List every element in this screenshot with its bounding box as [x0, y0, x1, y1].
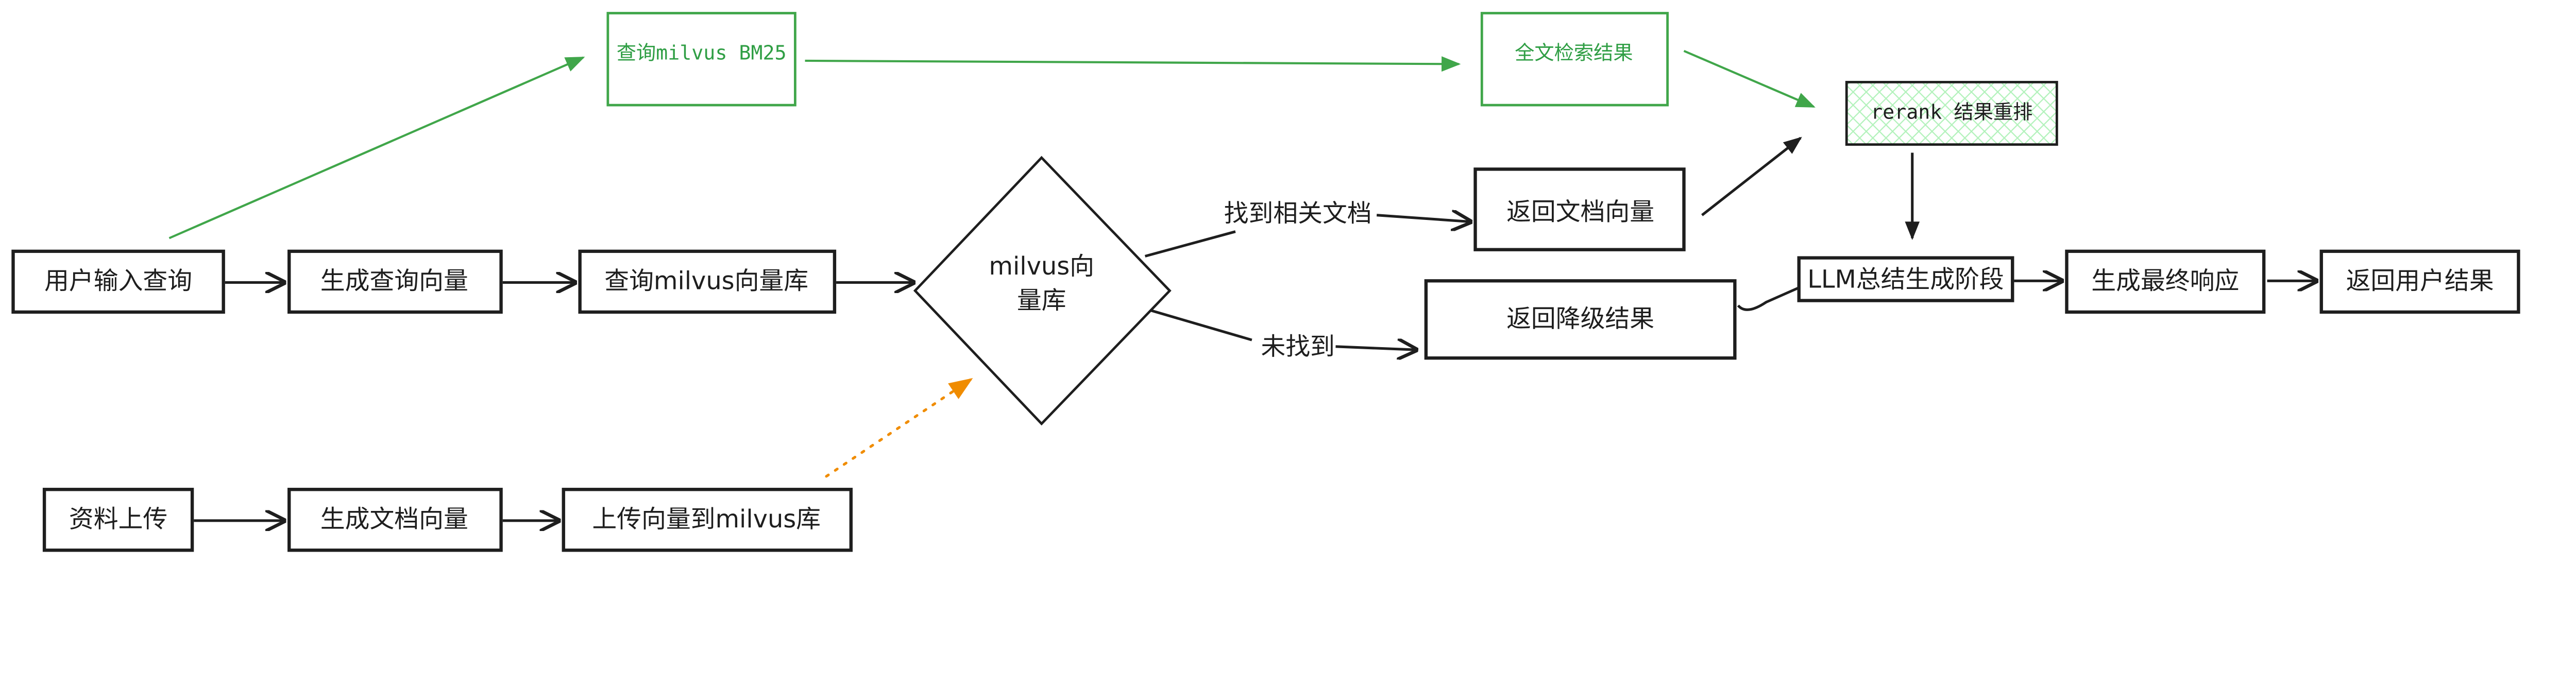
- node-gen-doc-vec[interactable]: 生成文档向量: [287, 488, 503, 552]
- node-label: 返回用户结果: [2346, 267, 2494, 295]
- edge-decision-found: [1144, 230, 1236, 258]
- node-label: 生成最终响应: [2091, 267, 2239, 295]
- node-label: 返回降级结果: [1506, 305, 1654, 333]
- node-llm-stage[interactable]: LLM总结生成阶段: [1797, 256, 2014, 302]
- node-decision-milvus[interactable]: milvus向 量库: [913, 156, 1172, 426]
- edge-fallback-to-llm: [1737, 264, 1852, 311]
- node-label: rerank 结果重排: [1871, 101, 2032, 124]
- node-label: 查询milvus向量库: [604, 267, 808, 295]
- node-label: 用户输入查询: [44, 267, 192, 295]
- node-bm25[interactable]: 查询milvus BM25: [606, 12, 796, 107]
- node-query-milvus-vec[interactable]: 查询milvus向量库: [578, 249, 837, 314]
- decision-label-line1: milvus向: [989, 252, 1094, 281]
- edge-label-found: 找到相关文档: [1224, 200, 1372, 228]
- node-return-fallback[interactable]: 返回降级结果: [1424, 279, 1737, 360]
- edge-decision-notfound: [1144, 307, 1252, 341]
- node-label: 资料上传: [69, 505, 167, 534]
- edge-fulltext-to-rerank: [1683, 49, 1816, 108]
- edge-notfound-to-fallback: [1335, 347, 1416, 350]
- flow-diagram: 找到相关文档 未找到 用户输入查询 生成查询向量 查询milvus向量库 mil…: [11, 12, 2520, 552]
- edge-docvec-to-rerank: [1701, 136, 1802, 216]
- edge-uploadvec-to-decision: [825, 378, 973, 478]
- node-user-query[interactable]: 用户输入查询: [11, 249, 225, 314]
- node-label: LLM总结生成阶段: [1807, 265, 2004, 294]
- node-upload-vec[interactable]: 上传向量到milvus库: [562, 488, 853, 552]
- node-return-user[interactable]: 返回用户结果: [2319, 249, 2520, 314]
- node-return-doc-vec[interactable]: 返回文档向量: [1473, 167, 1686, 251]
- node-upload[interactable]: 资料上传: [42, 488, 194, 552]
- node-fulltext-result[interactable]: 全文检索结果: [1480, 12, 1669, 107]
- edge-label-not-found: 未找到: [1261, 333, 1335, 361]
- node-label: 查询milvus BM25: [617, 42, 787, 65]
- node-gen-query-vec[interactable]: 生成查询向量: [287, 249, 503, 314]
- edge-bm25-to-fulltext: [805, 56, 1461, 72]
- node-label: 生成文档向量: [320, 505, 468, 534]
- node-label: 全文检索结果: [1515, 42, 1633, 65]
- node-rerank[interactable]: rerank 结果重排: [1845, 81, 2058, 146]
- node-label: 生成查询向量: [320, 267, 468, 295]
- node-label: 上传向量到milvus库: [592, 505, 821, 534]
- edges: [168, 49, 2316, 521]
- node-final-response[interactable]: 生成最终响应: [2065, 249, 2266, 314]
- node-label: 返回文档向量: [1506, 198, 1654, 227]
- edge-found-to-docvec: [1377, 215, 1470, 222]
- decision-label-line2: 量库: [1017, 287, 1066, 315]
- edge-user-to-bm25: [168, 56, 585, 240]
